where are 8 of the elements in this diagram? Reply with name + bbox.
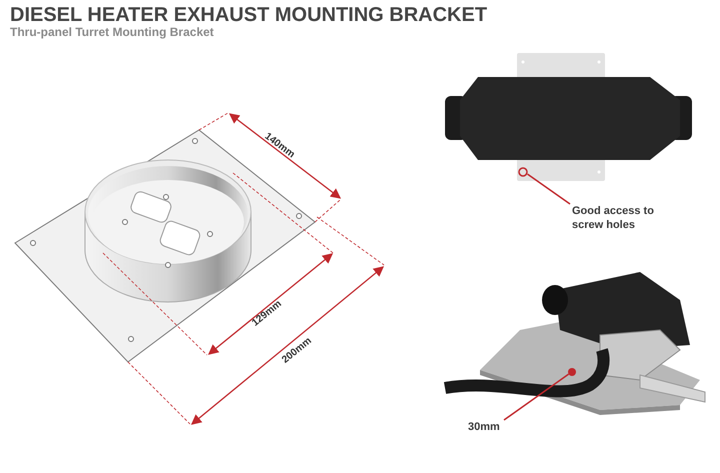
callout-text: Good access to screw holes (572, 204, 672, 232)
title: DIESEL HEATER EXHAUST MOUNTING BRACKET (10, 4, 488, 26)
subtitle: Thru-panel Turret Mounting Bracket (10, 25, 214, 39)
callout-text: 30mm (468, 420, 502, 434)
marker-dot (568, 368, 576, 376)
screw-hole-marker (518, 167, 528, 177)
leader-line (504, 374, 570, 421)
leader-line (527, 174, 570, 205)
